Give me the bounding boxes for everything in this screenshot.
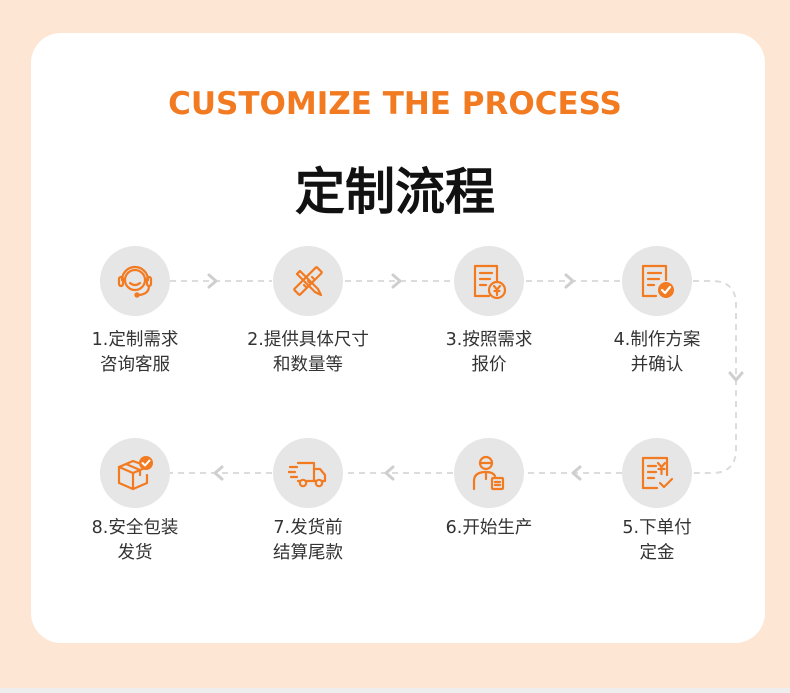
step-2-icon-circle [273,246,343,316]
delivery-truck-icon [288,461,327,488]
step-3-icon-circle [454,246,524,316]
step-7-label: 7.发货前 结算尾款 [273,518,343,563]
step-3-label: 3.按照需求 报价 [445,330,533,375]
package-check-icon [117,456,153,491]
step-4-icon-circle [622,246,692,316]
step-5-label: 5.下单付 定金 [622,518,692,563]
step-8-icon-circle [100,438,170,508]
checked-document-icon [641,264,674,298]
chinese-title: 定制流程 [295,163,495,221]
process-card [31,33,765,643]
step-6-label: 6.开始生产 [445,518,533,538]
step-2-label: 2.提供具体尺寸 和数量等 [247,330,369,375]
step-7-icon-circle [273,438,343,508]
step-8-label: 8.安全包装 发货 [91,518,179,563]
step-1-label: 1.定制需求 咨询客服 [91,330,179,375]
ruler-pencil-icon [293,266,323,297]
step-6-icon-circle [454,438,524,508]
order-yen-icon [641,456,674,490]
step-5-icon-circle [622,438,692,508]
worker-icon [472,455,505,491]
step-4-label: 4.制作方案 并确认 [613,330,701,375]
step-1-icon-circle [100,246,170,316]
bottom-strip [0,688,790,693]
quote-document-icon [473,264,507,300]
headset-icon [117,265,153,298]
english-title: CUSTOMIZE THE PROCESS [168,86,622,122]
